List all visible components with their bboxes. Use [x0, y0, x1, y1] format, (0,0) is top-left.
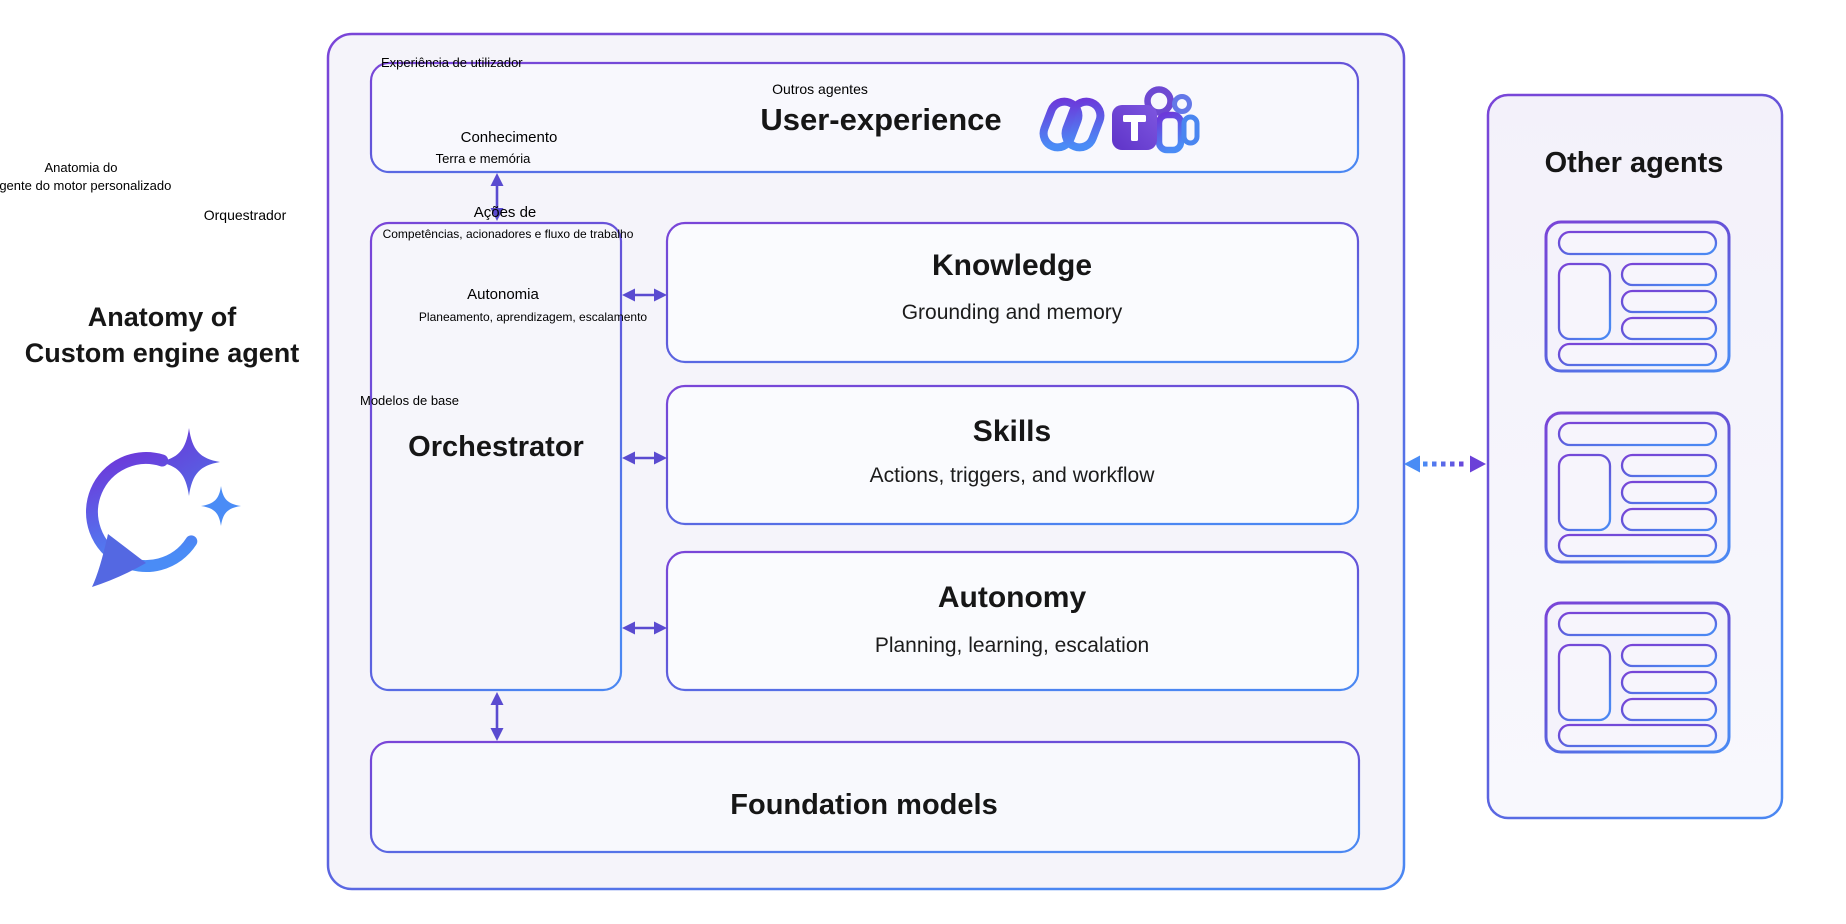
knowledge-title: Knowledge	[931, 249, 1093, 282]
agent-card-icon	[1544, 411, 1731, 564]
pt-knowledge-title: Conhecimento	[460, 129, 558, 146]
pt-autonomy-subtitle: Planeamento, aprendizagem, escalamento	[418, 310, 648, 324]
knowledge-box	[665, 221, 1360, 364]
user-experience-title: User-experience	[760, 102, 1002, 137]
arrow-orchestrator-foundation	[490, 692, 504, 741]
knowledge-subtitle: Grounding and memory	[901, 301, 1123, 324]
skills-box	[665, 384, 1360, 526]
pt-other-agents-label: Outros agentes	[772, 81, 868, 97]
orchestrator-box	[369, 221, 623, 692]
foundation-models-title: Foundation models	[730, 789, 998, 821]
user-experience-box	[369, 61, 1360, 174]
pt-foundation-models-label: Modelos de base	[360, 393, 460, 408]
autonomy-subtitle: Planning, learning, escalation	[874, 634, 1150, 657]
pt-autonomy-title: Autonomia	[467, 286, 539, 303]
copilot-icon	[1039, 97, 1105, 152]
teams-icon	[1112, 86, 1200, 154]
chat-sparkles-icon	[86, 428, 241, 587]
pt-skills-title: Ações de	[473, 204, 537, 221]
diagram-title: Anatomy of Custom engine agent	[25, 299, 300, 371]
arrow-orchestrator-knowledge	[622, 288, 667, 302]
agent-card-icon	[1544, 601, 1731, 754]
autonomy-title: Autonomy	[937, 581, 1087, 614]
skills-title: Skills	[972, 415, 1052, 448]
arrow-orchestrator-skills	[622, 451, 667, 465]
pt-user-experience-label: Experiência de utilizador	[381, 55, 523, 70]
diagram-title-line1: Anatomy of	[87, 302, 237, 332]
pt-title-line1: Anatomia do	[44, 160, 118, 175]
skills-subtitle: Actions, triggers, and workflow	[869, 464, 1155, 487]
autonomy-box	[665, 550, 1360, 692]
other-agents-title: Other agents	[1544, 147, 1724, 179]
arrow-container-otheragents-dotted	[1404, 455, 1486, 473]
pt-knowledge-subtitle: Terra e memória	[435, 151, 531, 166]
foundation-models-box	[369, 740, 1361, 854]
diagram-title-line2: Custom engine agent	[24, 338, 300, 368]
pt-orchestrator-label: Orquestrador	[203, 207, 287, 223]
arrow-orchestrator-userexperience	[490, 173, 504, 221]
agent-card-icon	[1544, 220, 1731, 373]
pt-title-line2: Agente do motor personalizado	[0, 178, 172, 193]
pt-overlay-diagram-title: Anatomia do Agente do motor personalizad…	[0, 159, 171, 195]
pt-skills-subtitle: Competências, acionadores e fluxo de tra…	[382, 227, 634, 241]
arrow-orchestrator-autonomy	[622, 621, 667, 635]
orchestrator-title: Orchestrator	[408, 431, 584, 463]
